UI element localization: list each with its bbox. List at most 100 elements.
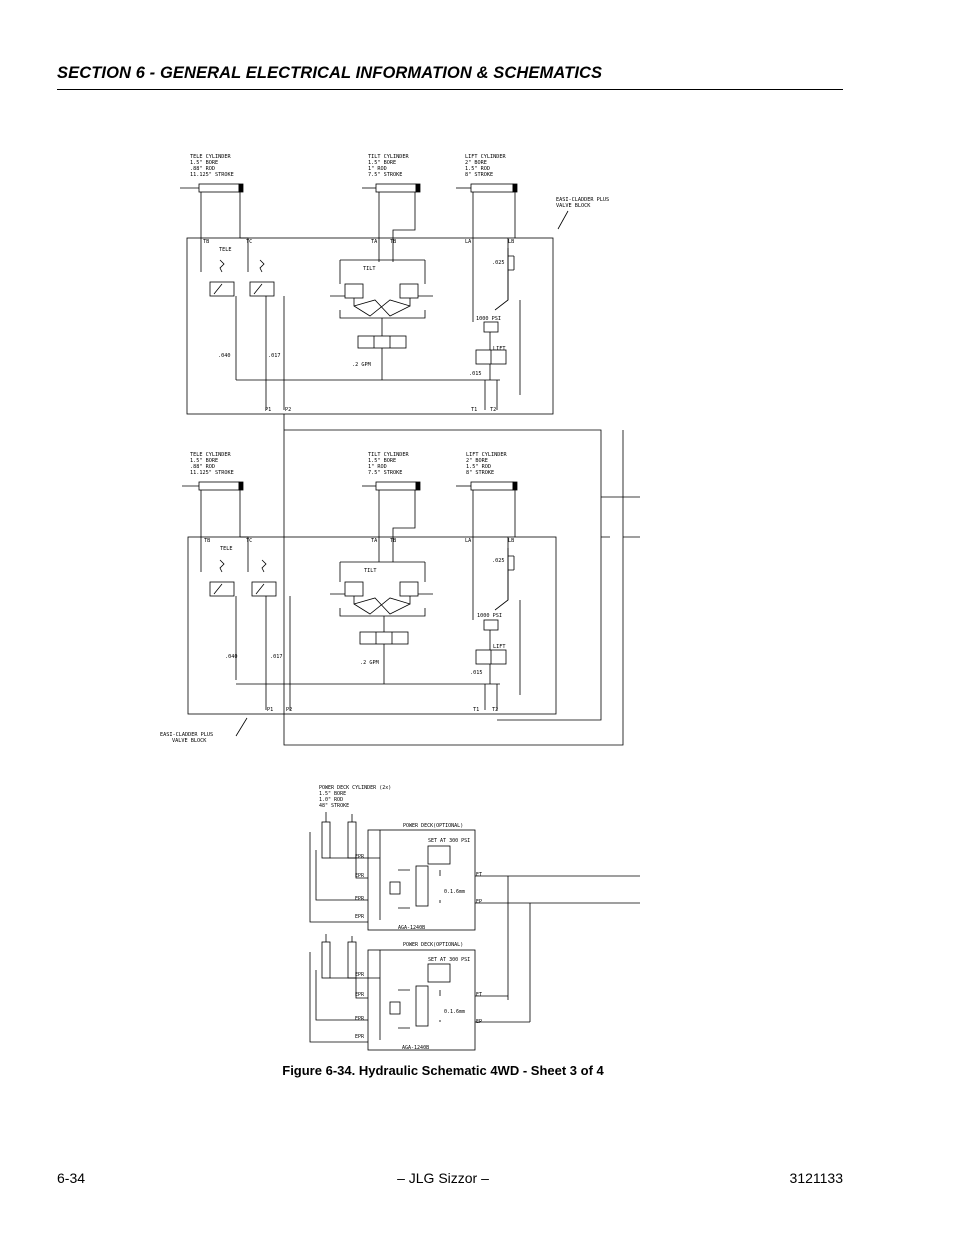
b2-orifice-017: .017 — [270, 654, 283, 660]
b2-port-tc: TC — [246, 538, 252, 544]
b1-port-t2: T2 — [490, 407, 496, 413]
b1-tele-cyl-line1: TELE CYLINDER — [190, 154, 231, 160]
b2-lift-cyl-line4: 8" STROKE — [466, 470, 494, 476]
b1-tele-cyl-line3: .88" ROD — [190, 166, 215, 172]
deck2-part: AGA-1240B — [402, 1045, 429, 1051]
b2-tele-cyl-line2: 1.5" BORE — [190, 458, 218, 464]
b1-label-psi: 1000 PSI — [476, 316, 501, 322]
b1-label-gpm: .2 GPM — [352, 362, 371, 368]
b1-label-tele: TELE — [219, 247, 232, 253]
deck-cyl-line4: 48" STROKE — [319, 803, 349, 809]
deck2-port-3: EPR — [355, 1016, 365, 1022]
b2-label-lift: LIFT — [493, 644, 506, 650]
b2-tele-cyl-line3: .88" ROD — [190, 464, 215, 470]
b2-tele-cyl-line4: 11.125" STROKE — [190, 470, 234, 476]
b1-port-la: LA — [465, 239, 472, 245]
deck1-et: ET — [476, 872, 482, 878]
b2-leader — [235, 717, 248, 737]
b1-lift-cyl-line3: 1.5" ROD — [465, 166, 490, 172]
deck1-port-4: EPR — [355, 914, 365, 920]
deck1-port-2: EPR — [355, 873, 365, 879]
b1-valve-block — [186, 237, 554, 415]
b2-lift-circuit — [472, 548, 521, 695]
b2-orifice-025: .025 — [492, 558, 505, 564]
b2-tilt-cyl-line1: TILT CYLINDER — [368, 452, 409, 458]
b2-tilt-circuit — [330, 561, 433, 684]
b1-port-tc: TC — [246, 239, 252, 245]
deck-cyl-line2: 1.5" BORE — [319, 791, 346, 797]
b2-valve-block — [187, 536, 557, 715]
b1-orifice-015: .015 — [469, 371, 482, 377]
b1-orifice-040: .040 — [218, 353, 231, 359]
b1-port-tb: TB — [203, 239, 209, 245]
b1-tilt-cyl-line2: 1.5" BORE — [368, 160, 396, 166]
b2-port-p1: P1 — [267, 707, 273, 713]
deck1-part: AGA-1240B — [398, 925, 425, 931]
b2-port-t1: T1 — [473, 707, 479, 713]
b1-valve-block-line1: EASI-CLADDER PLUS — [556, 197, 609, 203]
b2-orifice-015: .015 — [470, 670, 483, 676]
b2-valve-block-line1: EASI-CLADDER PLUS — [160, 732, 213, 738]
b1-orifice-025: .025 — [492, 260, 505, 266]
b2-valve-block-line2: VALVE BLOCK — [172, 738, 207, 744]
b1-valve-block-line2: VALVE BLOCK — [556, 203, 591, 209]
b1-port-ta: TA — [371, 239, 378, 245]
b2-cyl-lines — [200, 490, 516, 600]
deck2-et: ET — [476, 992, 482, 998]
deck1-set: SET AT 300 PSI — [428, 838, 470, 844]
deck1-port-1: EPR — [355, 854, 365, 860]
b1-label-lift: LIFT — [493, 346, 506, 352]
b1-tilt-circuit — [330, 259, 433, 380]
b2-port-t2: T2 — [492, 707, 498, 713]
b2-lift-cyl-line3: 1.5" ROD — [466, 464, 491, 470]
b1-lift-cyl-line1: LIFT CYLINDER — [465, 154, 506, 160]
power-deck: POWER DECK CYLINDER (2x) 1.5" BORE 1.0" … — [309, 785, 640, 1051]
b2-supply-lines — [235, 596, 500, 710]
b2-orifice-040: .040 — [225, 654, 238, 660]
b2-label-tilt: TILT — [364, 568, 377, 574]
b1-tele-valves — [209, 259, 275, 297]
block-2: TELE CYLINDER 1.5" BORE .88" ROD 11.125"… — [160, 452, 557, 744]
deck2-orifice: 0.1.6mm — [444, 1009, 465, 1015]
b1-supply-lines — [235, 296, 500, 410]
block-1: TELE CYLINDER 1.5" BORE .88" ROD 11.125"… — [180, 154, 609, 415]
b1-cyl-lines — [200, 192, 516, 300]
b1-cylinders — [180, 183, 518, 193]
deck2-port-2: EPR — [355, 992, 365, 998]
deck-cyl-line1: POWER DECK CYLINDER (2x) — [319, 785, 391, 791]
footer-page-number: 6-34 — [57, 1170, 86, 1186]
b2-tilt-cyl-line3: 1" ROD — [368, 464, 387, 470]
section-title: SECTION 6 - GENERAL ELECTRICAL INFORMATI… — [57, 64, 603, 82]
b1-port-p2: P2 — [285, 407, 291, 413]
b2-label-psi: 1000 PSI — [477, 613, 502, 619]
b2-label-gpm: .2 GPM — [360, 660, 379, 666]
b2-port-p2: P2 — [286, 707, 292, 713]
b2-lift-cyl-line2: 2" BORE — [466, 458, 488, 464]
b2-tele-cyl-line1: TELE CYLINDER — [190, 452, 231, 458]
footer-doc-number: 3121133 — [789, 1170, 843, 1186]
b1-lift-cyl-line4: 8" STROKE — [465, 172, 493, 178]
b2-port-ta: TA — [371, 538, 378, 544]
deck2-set: SET AT 300 PSI — [428, 957, 470, 963]
b2-tele-valves — [209, 559, 277, 597]
b1-tilt-cyl-line1: TILT CYLINDER — [368, 154, 409, 160]
deck1-port-3: EPR — [355, 896, 365, 902]
b2-tilt-cyl-line2: 1.5" BORE — [368, 458, 396, 464]
interconnect-branches — [601, 496, 640, 538]
b2-port-la: LA — [465, 538, 472, 544]
b2-label-tele: TELE — [220, 546, 233, 552]
deck-unit-1 — [309, 812, 640, 1022]
b1-orifice-017: .017 — [268, 353, 281, 359]
header-rule — [57, 89, 843, 90]
deck2-port-4: EPR — [355, 1034, 365, 1040]
b1-lift-circuit — [472, 248, 521, 395]
b2-port-tb: TB — [204, 538, 210, 544]
b2-tilt-cyl-line4: 7.5" STROKE — [368, 470, 402, 476]
b1-port-lb: LB — [508, 239, 514, 245]
b1-tilt-cyl-line3: 1" ROD — [368, 166, 387, 172]
deck1-title: POWER DECK(OPTIONAL) — [403, 823, 463, 829]
b2-lift-cyl-line1: LIFT CYLINDER — [466, 452, 507, 458]
b1-tilt-cyl-line4: 7.5" STROKE — [368, 172, 402, 178]
deck-unit-2 — [309, 934, 530, 1051]
b2-cylinders — [182, 481, 518, 491]
